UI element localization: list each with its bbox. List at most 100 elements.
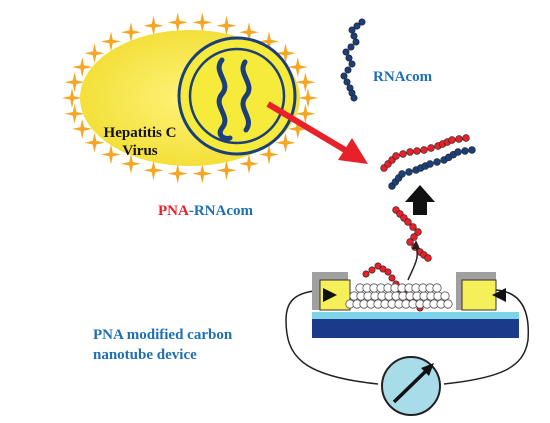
virus-spike (216, 15, 237, 36)
virus-spike (259, 31, 279, 52)
virus-spike (121, 153, 141, 174)
virus-spike (239, 22, 259, 43)
virus-label-line2: Virus (122, 143, 158, 159)
nanotube (443, 299, 453, 309)
right-electrode-pad (461, 279, 497, 311)
up-arrow-icon (405, 185, 435, 215)
bead (348, 26, 356, 34)
bead (399, 150, 407, 158)
bead (398, 170, 406, 178)
virus-spike (192, 163, 213, 184)
virus-spike (64, 72, 85, 93)
virus-spike (167, 163, 188, 184)
device-label-line2: nanotube device (93, 347, 197, 363)
viral-rna-strand-right (240, 59, 252, 133)
bead (454, 148, 462, 156)
meter-needle (392, 368, 429, 404)
virus-spike (295, 72, 316, 93)
virus-capsid-inner (188, 47, 286, 145)
virus-capsid-outer (177, 36, 297, 156)
thin-curved-arrow (407, 245, 419, 281)
device-label-line1: PNA modified carbon (93, 327, 233, 343)
hepatitis-c-virus-label: Hepatitis C Virus (92, 124, 188, 160)
bead (406, 148, 414, 156)
virus-spike (84, 132, 105, 153)
bead (427, 144, 435, 152)
virus-spike (143, 15, 164, 36)
virus-spike (101, 31, 121, 52)
virus-spike (239, 153, 259, 174)
bead (420, 146, 428, 154)
nanotube (432, 283, 442, 293)
bead (342, 48, 350, 56)
nanotube (440, 291, 450, 301)
bead (404, 218, 412, 226)
bead (426, 160, 434, 168)
bead (433, 158, 441, 166)
rnacom-bead-chain (340, 18, 366, 102)
bead (350, 32, 358, 40)
virus-spike (275, 132, 296, 153)
virus-spike (72, 57, 93, 78)
left-electrode-tip (323, 288, 337, 302)
hybrid-pna-bead-chain (380, 134, 470, 172)
bead (384, 268, 392, 276)
bead (345, 54, 353, 62)
bead (343, 78, 351, 86)
virus-spike (167, 12, 188, 33)
device-oxide-layer (312, 312, 519, 319)
virus-spike (275, 43, 296, 64)
bead (413, 147, 421, 155)
virus-spike (143, 160, 164, 181)
rnacom-label: RNAcom (373, 68, 432, 86)
pna-rnacom-label: PNA-RNAcom (158, 202, 253, 220)
virus-spike (72, 118, 93, 139)
release-arrow-head (338, 138, 368, 164)
hybrid-rna-bead-chain (388, 146, 476, 190)
bead (392, 152, 400, 160)
bead (344, 66, 352, 74)
bead (368, 266, 376, 274)
release-arrow-shaft (266, 101, 347, 153)
bead (455, 135, 463, 143)
virus-spike (64, 103, 85, 124)
bead (406, 238, 414, 246)
device-label: PNA modified carbon nanotube device (93, 325, 232, 365)
pna-rnacom-dash: - (188, 203, 194, 219)
thin-arrow-head (412, 240, 420, 249)
virus-spike (259, 144, 279, 165)
virus-spike (84, 43, 105, 64)
meter-needle-head (421, 363, 434, 376)
bead (468, 146, 476, 154)
virus-spike (101, 144, 121, 165)
device-gate-layer (312, 318, 519, 338)
bead (352, 38, 360, 46)
bead (388, 274, 396, 282)
bead (462, 134, 470, 142)
virus-spike (298, 88, 318, 108)
rnacom-label-text: RNAcom (373, 69, 433, 85)
virus-spike (216, 160, 237, 181)
bead (353, 22, 361, 30)
virus-spike (121, 22, 141, 43)
virus-spike (287, 118, 308, 139)
virus-spike (192, 12, 213, 33)
pna-label-part: PNA (158, 203, 189, 219)
bead (358, 18, 366, 26)
circuit-wire-right (443, 289, 530, 385)
bead (340, 72, 348, 80)
bead (448, 136, 456, 144)
bead (414, 228, 422, 236)
virus-spike (295, 103, 316, 124)
bead (424, 254, 432, 262)
pna-probe-bead-chain (392, 206, 432, 262)
rnacom-label-part: RNAcom (193, 203, 253, 219)
bead (410, 233, 418, 241)
bead (347, 43, 355, 51)
right-electrode-tip (492, 288, 506, 302)
viral-rna-strand-left (216, 57, 233, 141)
virus-spike (287, 57, 308, 78)
carbon-nanotube-network (345, 283, 453, 309)
